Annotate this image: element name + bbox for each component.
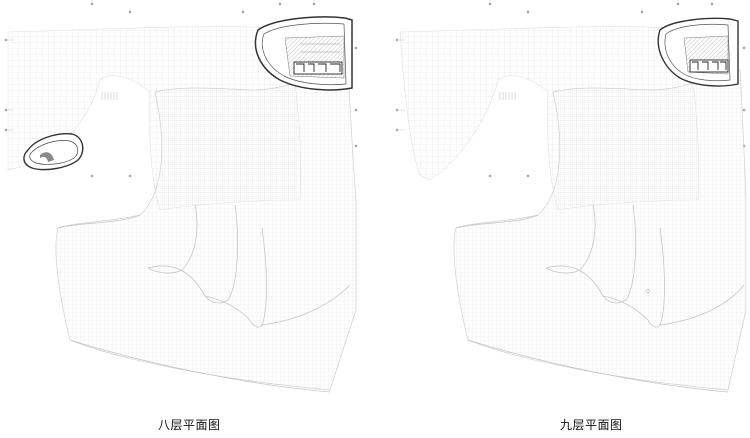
stair-left (101, 92, 118, 100)
pod-upper-right-right (657, 17, 739, 87)
caption-floor-8: 八层平面图 (158, 418, 221, 432)
mesh-hull-left (55, 69, 357, 391)
marker-right (646, 289, 650, 293)
plan-floor-8 (4, 0, 358, 393)
hull-folds-right (455, 204, 745, 393)
caption-floor-9: 九层平面图 (560, 418, 623, 432)
hull-folds-left (57, 204, 351, 393)
plan-floor-9 (395, 0, 747, 393)
pod-lower-left (23, 133, 84, 171)
pod-upper-right-left (254, 16, 353, 91)
mesh-hull-right (453, 69, 747, 391)
stair-right (499, 92, 516, 100)
grid-axes-left (4, 0, 358, 178)
